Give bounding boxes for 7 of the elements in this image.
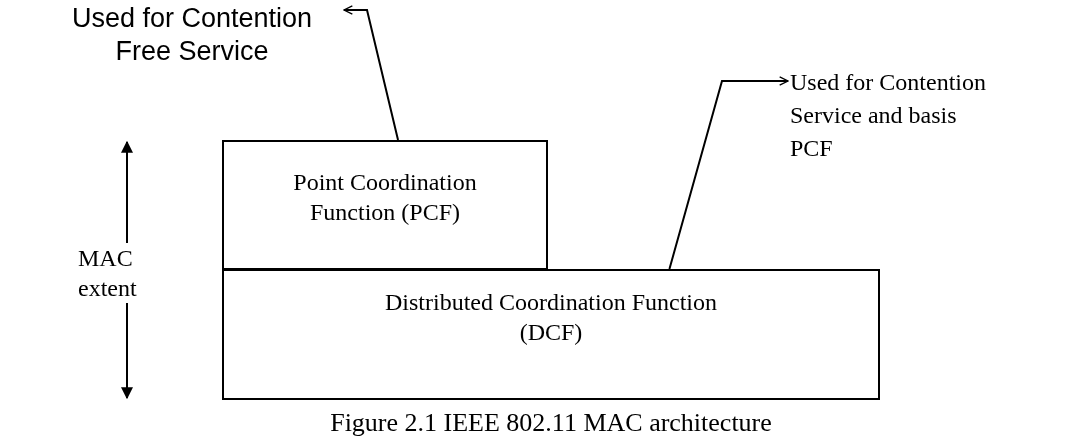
function-box: Point Coordination Function (PCF): [222, 140, 548, 270]
function-box: Distributed Coordination Function (DCF): [222, 269, 880, 400]
callout-text: Used for Contention Free Service: [42, 2, 342, 72]
callout-text: Used for Contention Service and basis PCF: [790, 66, 990, 206]
leader-arrow: [343, 5, 400, 141]
leader-arrow: [668, 76, 789, 270]
figure-caption: Figure 2.1 IEEE 802.11 MAC architecture: [329, 407, 773, 439]
